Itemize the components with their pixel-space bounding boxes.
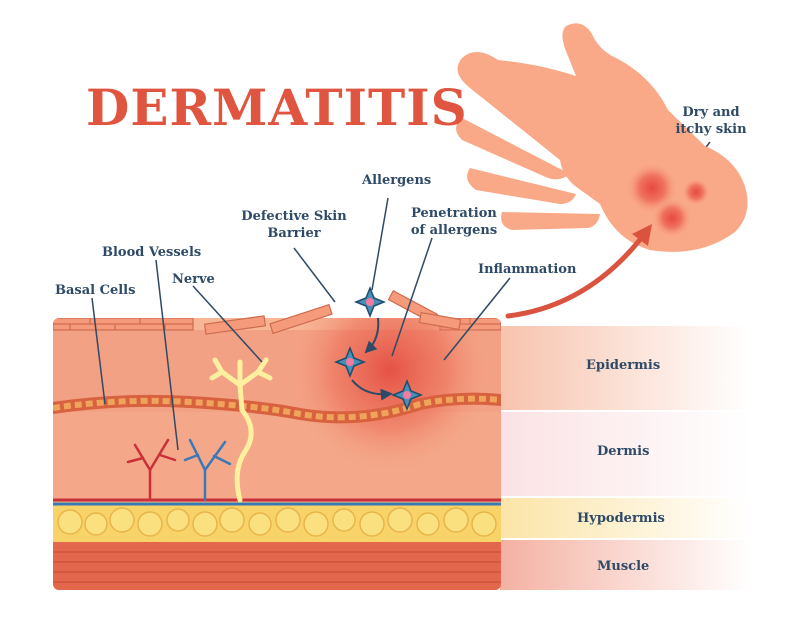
label-dry-line2: itchy skin — [675, 122, 747, 137]
red-blood-vessel — [126, 438, 177, 502]
blue-blood-vessel — [183, 438, 232, 502]
label-nerve: Nerve — [172, 272, 215, 287]
label-allergens: Allergens — [362, 173, 432, 188]
hypodermis-band — [500, 498, 750, 538]
label-dry-itchy-skin: Dry and itchy skin — [666, 104, 756, 138]
layer-label-dermis: Dermis — [597, 444, 650, 459]
allergen-particles — [333, 285, 424, 412]
label-penetration-line2: of allergens — [410, 223, 498, 238]
label-defective-skin-barrier: Defective Skin Barrier — [234, 208, 354, 242]
skin-cross-section — [53, 318, 501, 590]
diagram-title: DERMATITIS — [86, 78, 468, 137]
layer-label-hypodermis: Hypodermis — [577, 511, 665, 526]
muscle-band — [500, 540, 750, 590]
label-penetration-of-allergens: Penetration of allergens — [404, 205, 504, 239]
label-dry-line1: Dry and — [682, 105, 740, 120]
label-defective-line2: Barrier — [267, 226, 321, 241]
dermis-band — [500, 412, 750, 496]
epidermis-band — [500, 326, 750, 410]
hand-illustration — [456, 23, 748, 252]
label-penetration-line1: Penetration — [411, 206, 497, 221]
defective-barrier-bricks — [203, 290, 462, 335]
nerve-fiber — [209, 357, 273, 503]
label-basal-cells: Basal Cells — [55, 283, 136, 298]
symptom-arrow — [505, 224, 653, 319]
label-blood-vessels: Blood Vessels — [102, 245, 202, 260]
leader-lines — [91, 141, 711, 451]
layer-label-muscle: Muscle — [597, 559, 650, 574]
label-inflammation: Inflammation — [478, 262, 577, 277]
layer-label-epidermis: Epidermis — [586, 358, 661, 373]
label-defective-line1: Defective Skin — [241, 209, 347, 224]
